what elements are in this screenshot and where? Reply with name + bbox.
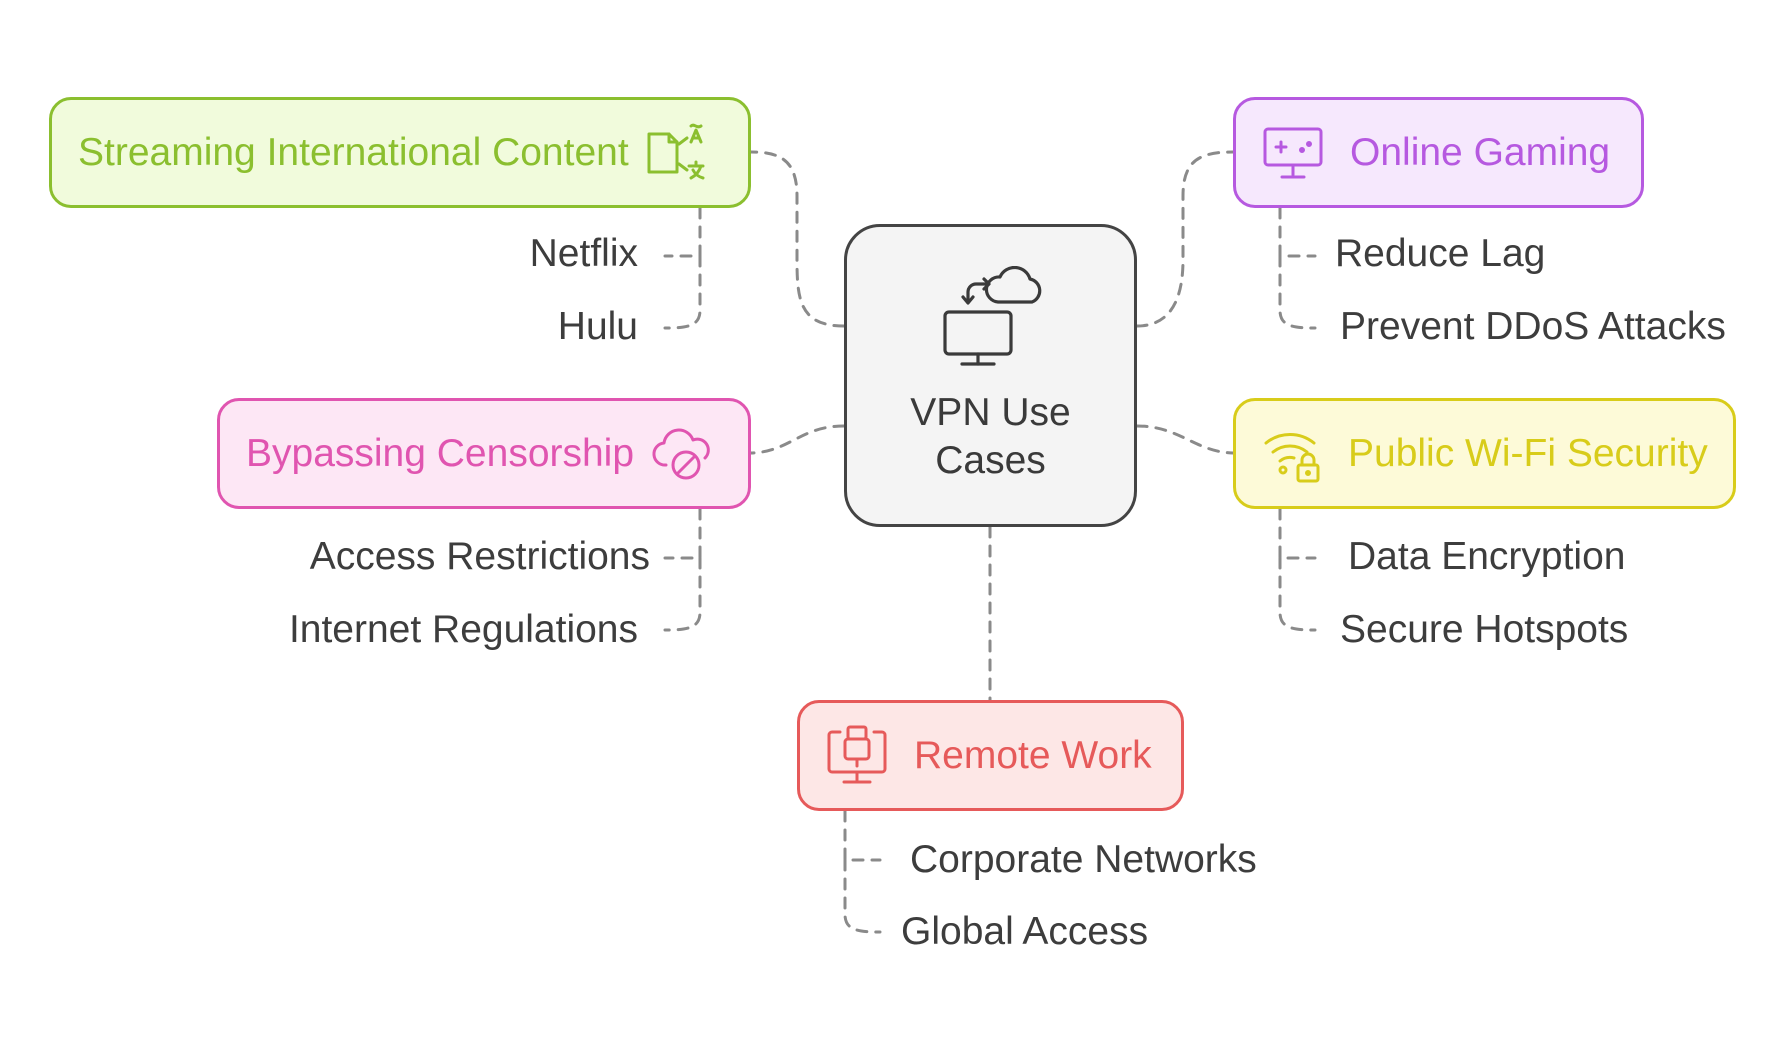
leaf-global-access: Global Access — [901, 910, 1149, 953]
leaf-data-encryption: Data Encryption — [1348, 535, 1626, 578]
leaf-internet-regulations: Internet Regulations — [288, 608, 638, 651]
wifi-lock-icon — [1262, 423, 1324, 485]
translate-document-icon — [645, 120, 709, 186]
connector-internet-regulations — [663, 556, 702, 632]
connector-netflix — [663, 206, 702, 258]
game-monitor-icon — [1262, 125, 1324, 181]
connector-corporate-networks — [843, 809, 882, 862]
leaf-hulu: Hulu — [557, 305, 638, 348]
branch-gaming-label: Online Gaming — [1350, 130, 1611, 174]
connector-data-encryption — [1278, 507, 1317, 560]
center-node: VPN Use Cases — [844, 224, 1137, 527]
branch-censorship: Bypassing Censorship — [217, 398, 751, 509]
usb-monitor-icon — [826, 724, 888, 788]
branch-streaming: Streaming International Content — [49, 97, 751, 208]
connector-prevent-ddos — [1278, 254, 1317, 330]
cloud-blocked-icon — [652, 425, 714, 483]
branch-wifi-label: Public Wi-Fi Security — [1348, 431, 1708, 475]
connector-secure-hotspots — [1278, 556, 1317, 632]
connector-reduce-lag — [1278, 206, 1317, 258]
branch-remote: Remote Work — [797, 700, 1184, 811]
leaf-corporate-networks: Corporate Networks — [910, 838, 1257, 881]
leaf-prevent-ddos: Prevent DDoS Attacks — [1340, 305, 1726, 348]
branch-streaming-label: Streaming International Content — [78, 130, 629, 174]
leaf-netflix: Netflix — [529, 232, 638, 275]
branch-gaming: Online Gaming — [1233, 97, 1644, 208]
connector-hulu — [663, 254, 702, 330]
connector-access-restrictions — [663, 507, 702, 560]
leaf-secure-hotspots: Secure Hotspots — [1340, 608, 1629, 651]
branch-censorship-label: Bypassing Censorship — [246, 431, 635, 475]
leaf-reduce-lag: Reduce Lag — [1335, 232, 1546, 275]
center-title: VPN Use Cases — [910, 391, 1071, 482]
branch-remote-label: Remote Work — [914, 733, 1152, 777]
cloud-sync-monitor-icon — [936, 265, 1046, 381]
connector-center-wifi — [1135, 424, 1235, 455]
connector-global-access — [843, 858, 882, 934]
leaf-access-restrictions: Access Restrictions — [309, 535, 650, 578]
connector-center-censorship — [749, 424, 846, 455]
connector-center-streaming — [749, 150, 846, 328]
connector-center-gaming — [1135, 150, 1235, 328]
branch-wifi: Public Wi-Fi Security — [1233, 398, 1736, 509]
